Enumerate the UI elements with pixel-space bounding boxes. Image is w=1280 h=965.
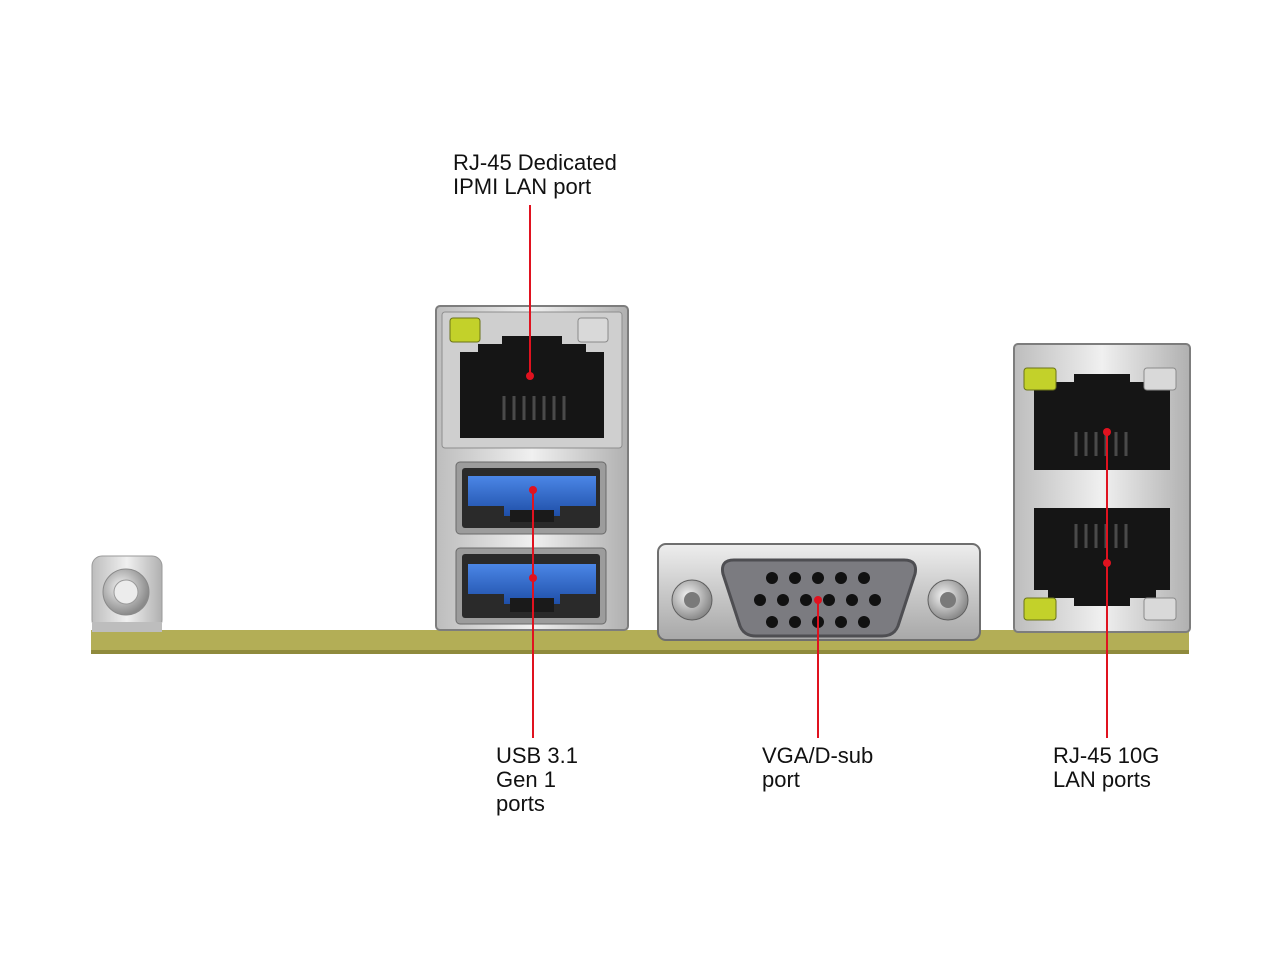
ipmi-label-line1: RJ-45 Dedicated <box>453 150 617 175</box>
mounting-standoff <box>91 555 163 632</box>
lan-10g-stack <box>1013 343 1191 633</box>
activity-led-white <box>577 317 609 343</box>
usb-ports-label: USB 3.1 Gen 1 ports <box>496 744 578 816</box>
lower-link-led-green <box>1023 597 1057 621</box>
vga-leader-line <box>814 596 822 738</box>
ipmi-leader-line <box>526 205 534 380</box>
lan10g-ports-label: RJ-45 10G LAN ports <box>1053 744 1159 792</box>
lan-10g-port-upper <box>1023 367 1177 470</box>
usb-port-lower <box>455 547 607 625</box>
upper-link-led-green <box>1023 367 1057 391</box>
vga-label-line2: port <box>762 767 800 792</box>
ipmi-label-line2: IPMI LAN port <box>453 174 592 199</box>
vga-port-label: VGA/D-sub port <box>762 744 873 792</box>
lan10g-label-line2: LAN ports <box>1053 767 1151 792</box>
lan10g-leader-line <box>1103 428 1111 738</box>
ipmi-usb-stack <box>435 305 629 631</box>
usb-label-line1: USB 3.1 <box>496 743 578 768</box>
lower-activity-led-white <box>1143 597 1177 621</box>
ipmi-rj45-port <box>449 317 609 438</box>
link-led-green <box>449 317 481 343</box>
usb-label-line3: ports <box>496 791 545 816</box>
usb-label-line2: Gen 1 <box>496 767 556 792</box>
pcb-board-edge <box>91 650 1189 654</box>
lan-10g-port-lower <box>1023 508 1177 621</box>
ipmi-port-label: RJ-45 Dedicated IPMI LAN port <box>453 151 617 199</box>
upper-activity-led-white <box>1143 367 1177 391</box>
vga-label-line1: VGA/D-sub <box>762 743 874 768</box>
usb-port-upper <box>455 461 607 535</box>
usb-leader-line <box>529 486 537 738</box>
lan10g-label-line1: RJ-45 10G <box>1053 743 1160 768</box>
